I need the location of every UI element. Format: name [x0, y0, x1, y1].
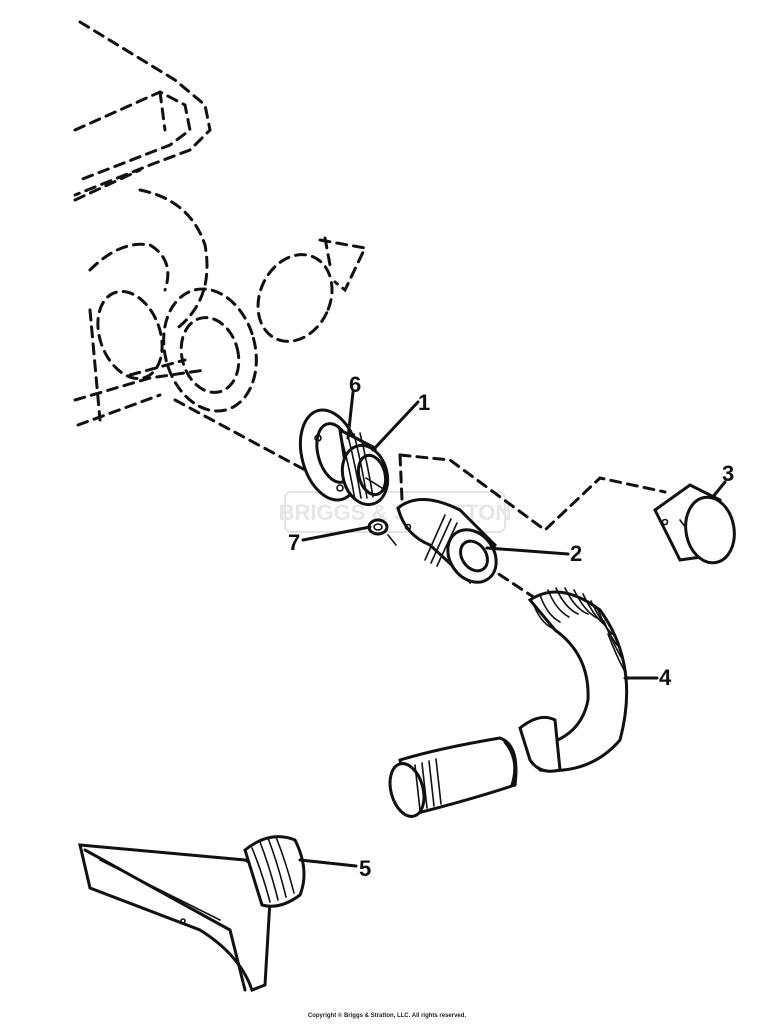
part-2-tube — [396, 498, 498, 585]
callout-3: 3 — [722, 461, 734, 486]
copyright-notice: Copyright © Briggs & Stratton, LLC. All … — [307, 1013, 467, 1019]
callout-2: 2 — [570, 541, 582, 566]
callout-5: 5 — [359, 856, 371, 881]
part-1-adapter — [338, 427, 390, 507]
callout-labels: 6 1 2 3 4 5 7 — [288, 372, 734, 881]
callout-4: 4 — [659, 665, 672, 690]
part-5-nozzle — [78, 835, 306, 992]
callout-7: 7 — [288, 530, 300, 555]
watermark-frame — [284, 491, 506, 533]
part-4-hose — [388, 587, 629, 818]
watermark-text: BRIGGS & STRATTON — [279, 500, 512, 525]
part-3-cap — [653, 483, 736, 565]
callout-leaders — [298, 390, 727, 868]
callout-6: 6 — [349, 372, 361, 397]
engine-housing-outline — [73, 20, 368, 427]
callout-1: 1 — [418, 390, 430, 415]
